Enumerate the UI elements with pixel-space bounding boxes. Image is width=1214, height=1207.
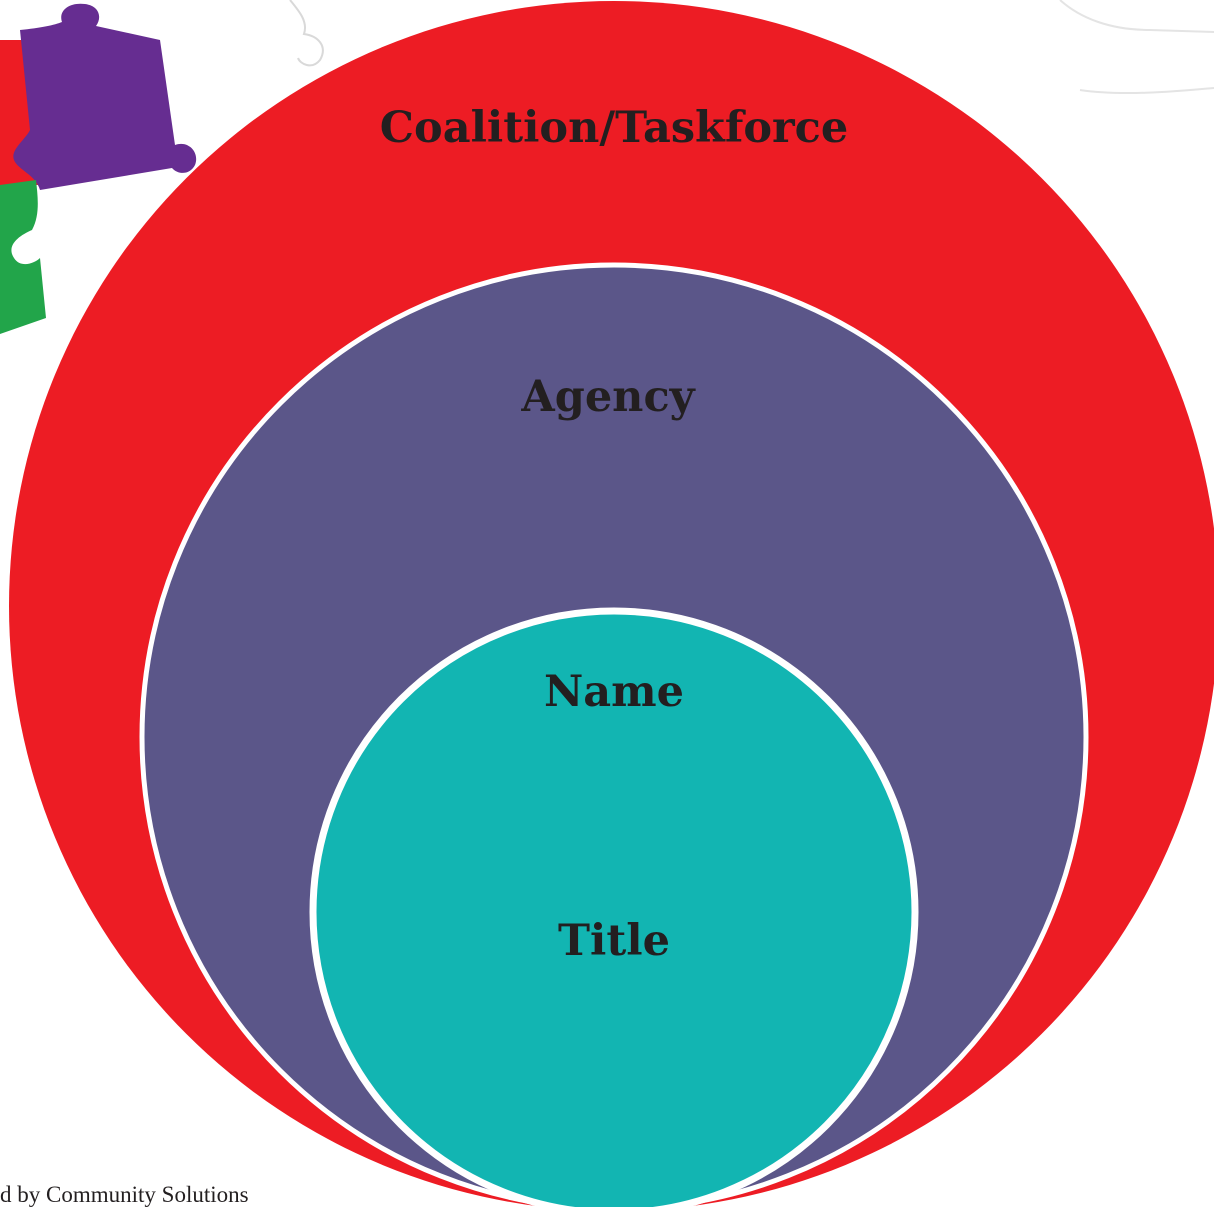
footer-credit: d by Community Solutions <box>0 1182 249 1207</box>
inner-circle-name-title <box>309 607 919 1207</box>
puzzle-piece-green <box>0 180 46 334</box>
puzzle-pieces-decoration <box>0 0 1214 334</box>
inner-circle-title-label: Title <box>558 916 670 966</box>
puzzle-piece-outline-2 <box>1059 0 1214 95</box>
outer-circle-label: Coalition/Taskforce <box>380 103 848 153</box>
middle-circle-label: Agency <box>520 372 696 422</box>
inner-circle-name-label: Name <box>544 667 684 717</box>
puzzle-piece-outline-1 <box>289 0 324 67</box>
puzzle-piece-purple <box>13 3 197 191</box>
